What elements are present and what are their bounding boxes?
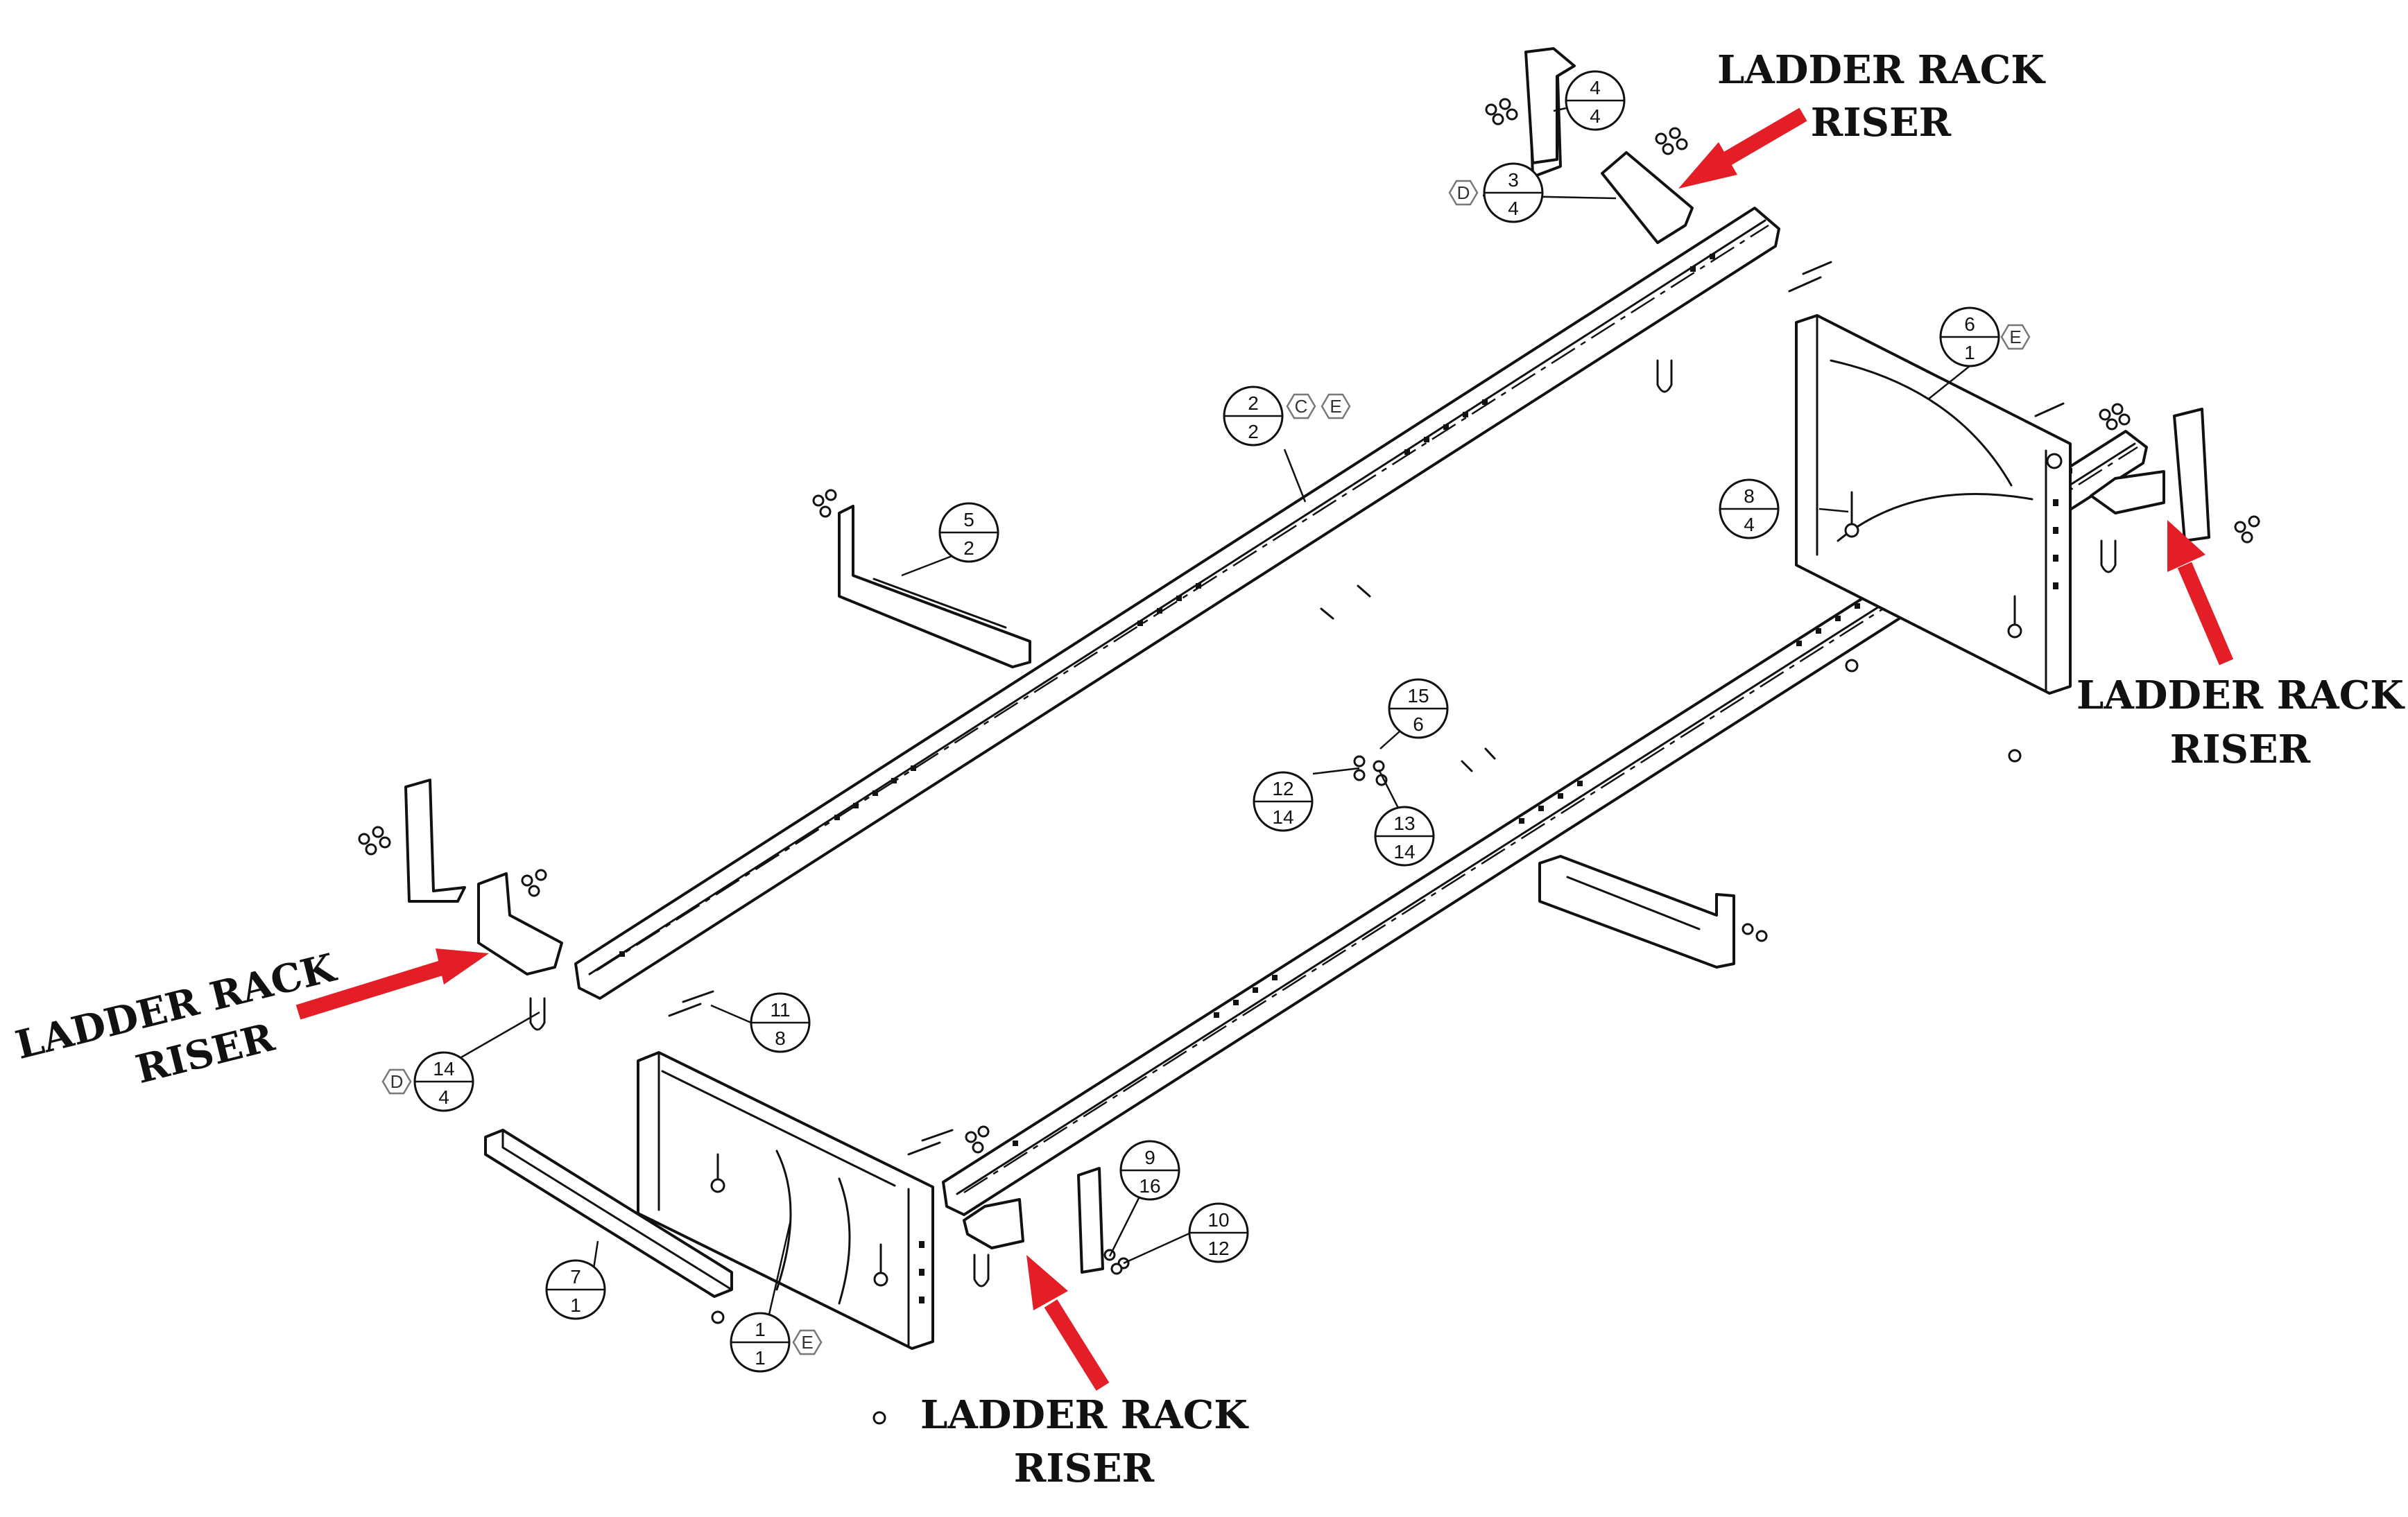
arrow-left	[295, 948, 489, 1020]
callout-left: LADDER RACK RISER	[11, 944, 341, 1093]
balloon-item-number: 14	[433, 1058, 454, 1080]
balloon-item-qty: 8	[775, 1028, 786, 1049]
svg-text:E: E	[801, 1332, 813, 1353]
callout-line1: LADDER RACK	[1717, 47, 2046, 93]
balloon-item-number: 4	[1590, 77, 1601, 98]
balloon-item-number: 11	[770, 999, 790, 1021]
balloon-item-qty: 2	[963, 537, 974, 559]
balloon-item-5: 5 2	[938, 502, 999, 563]
u-bolt-right	[2100, 539, 2117, 573]
svg-text:E: E	[1330, 396, 1341, 417]
callout-line1: LADDER RACK	[920, 1392, 1249, 1438]
tag-d-top: D	[1448, 180, 1479, 206]
callout-line2: RISER	[1014, 1446, 1155, 1491]
balloon-item-7: 7 1	[545, 1259, 606, 1320]
balloon-item-number: 15	[1407, 685, 1429, 707]
tag-d-left: D	[381, 1068, 412, 1095]
u-bolt-top	[1656, 359, 1673, 393]
balloon-item-qty: 14	[1272, 806, 1293, 828]
arrow-top-right	[1678, 107, 1807, 189]
balloon-item-qty: 1	[570, 1294, 581, 1316]
balloon-item-2: 2 2	[1223, 385, 1284, 447]
balloon-item-number: 5	[963, 509, 974, 530]
balloon-item-number: 13	[1393, 813, 1415, 834]
balloon-item-qty: 6	[1413, 713, 1424, 735]
balloon-item-number: 9	[1144, 1147, 1155, 1168]
balloon-item-13: 13 14	[1374, 806, 1435, 867]
svg-text:D: D	[1457, 182, 1470, 203]
balloon-item-qty: 4	[1744, 514, 1755, 535]
callout-bottom: LADDER RACK RISER	[920, 1392, 1249, 1491]
end-frame-front	[637, 1051, 934, 1350]
balloon-item-qty: 2	[1248, 421, 1259, 442]
balloon-item-qty: 1	[1964, 342, 1975, 363]
square-tube	[484, 1129, 733, 1298]
callout-top-right: LADDER RACK RISER	[1717, 47, 2046, 146]
u-bolt-left	[529, 997, 546, 1031]
cross-bracket-left	[838, 505, 1031, 668]
cross-bracket-right	[1538, 855, 1735, 969]
balloon-item-number: 10	[1207, 1209, 1229, 1231]
arrow-right	[2167, 520, 2234, 666]
balloon-item-number: 12	[1272, 778, 1293, 799]
balloon-item-qty: 14	[1393, 841, 1415, 862]
tag-e-frame-front: E	[792, 1329, 823, 1355]
riser-right	[2090, 408, 2210, 542]
balloon-item-qty: 4	[1508, 198, 1519, 219]
balloon-item-qty: 4	[1590, 105, 1601, 127]
balloon-item-11: 11 8	[750, 992, 811, 1053]
bracket-top-flat	[1524, 47, 1576, 164]
balloon-item-qty: 16	[1139, 1175, 1160, 1197]
rail-back	[574, 207, 1780, 1000]
balloon-item-number: 8	[1744, 485, 1755, 507]
balloon-item-15: 15 6	[1388, 678, 1449, 739]
balloon-item-number: 7	[570, 1266, 581, 1288]
balloon-item-number: 2	[1248, 392, 1259, 414]
balloon-item-9: 9 16	[1119, 1140, 1180, 1201]
u-bolt-front	[973, 1254, 990, 1288]
tag-e-rail: E	[1321, 393, 1351, 419]
end-frame-back	[1795, 314, 2072, 695]
balloon-item-qty: 4	[438, 1086, 449, 1108]
callout-line2: RISER	[2170, 727, 2311, 772]
balloon-item-number: 6	[1964, 313, 1975, 335]
svg-text:D: D	[390, 1071, 404, 1092]
balloon-item-number: 3	[1508, 169, 1519, 191]
balloon-item-qty: 1	[755, 1347, 766, 1369]
riser-left	[404, 779, 563, 976]
callout-line2: RISER	[1811, 100, 1952, 146]
svg-text:E: E	[2009, 327, 2021, 347]
balloon-item-8: 8 4	[1719, 478, 1780, 539]
balloon-item-1: 1 1	[730, 1312, 791, 1373]
balloon-item-3: 3 4	[1483, 162, 1544, 223]
tag-c: C	[1286, 393, 1316, 419]
balloon-item-qty: 12	[1207, 1238, 1229, 1259]
svg-text:C: C	[1295, 396, 1308, 417]
tag-e-frame-back: E	[2000, 324, 2031, 350]
balloon-item-6: 6 1	[1939, 306, 2000, 367]
balloon-item-14: 14 4	[413, 1051, 474, 1112]
balloon-item-10: 10 12	[1188, 1202, 1249, 1263]
balloon-item-12: 12 14	[1253, 771, 1314, 832]
balloon-item-number: 1	[755, 1319, 766, 1340]
riser-front	[963, 1167, 1104, 1274]
callout-right: LADDER RACK RISER	[2076, 673, 2405, 772]
arrow-bottom	[1026, 1255, 1110, 1391]
balloon-item-4: 4 4	[1565, 70, 1626, 131]
callout-line1: LADDER RACK	[2076, 673, 2405, 718]
